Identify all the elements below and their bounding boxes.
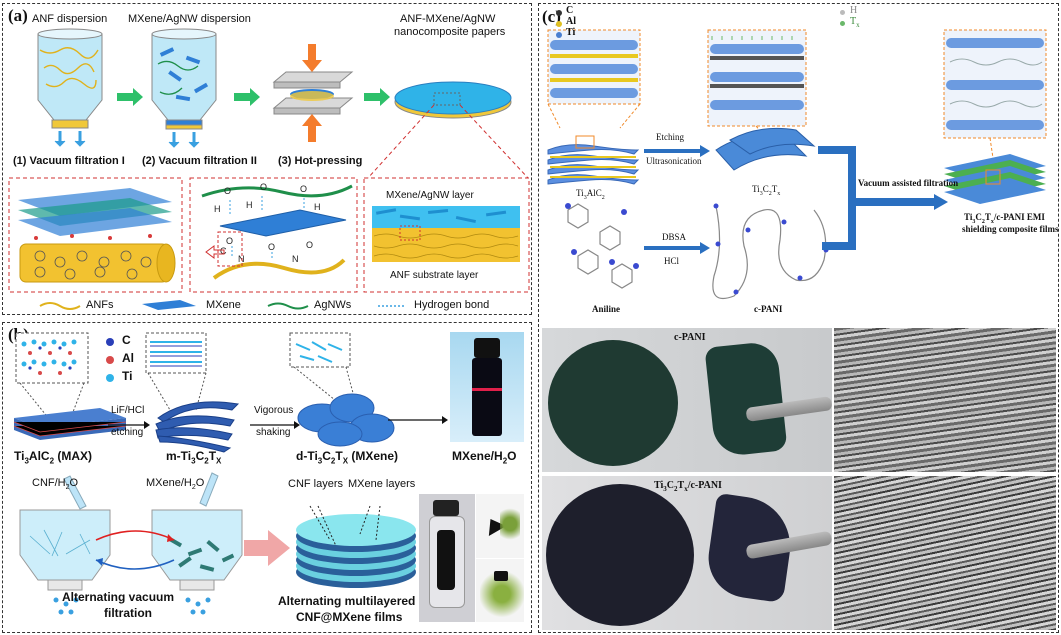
c-atom-ti-dot <box>556 32 562 38</box>
mxene-h2o-label: MXene/H2O <box>146 477 205 492</box>
c-atom-h-dot <box>840 10 845 15</box>
d-ti3c2tx-label: d-Ti3C2TX (MXene) <box>296 449 399 466</box>
step-lif-hcl: LiF/HCl <box>111 405 145 416</box>
atom-c-dot <box>106 338 114 346</box>
panel-a <box>2 3 532 315</box>
step-1-label: (1) Vacuum filtration I <box>13 155 125 167</box>
c-atom-al-label: Al <box>566 16 576 27</box>
composite-film-photo <box>542 476 832 630</box>
etching-label: Etching <box>656 132 684 142</box>
layer-bottom-label: ANF substrate layer <box>390 270 479 281</box>
ultrasonication-label: Ultrasonication <box>646 156 702 166</box>
step-2-label: (2) Vacuum filtration II <box>142 155 257 167</box>
product-title-1: ANF-MXene/AgNW <box>400 13 496 25</box>
mxene-agnw-dispersion-label: MXene/AgNW dispersion <box>128 13 251 25</box>
vacuum-assisted-label: Vacuum assisted filtration <box>858 178 959 188</box>
c-pani-film-photo <box>542 328 832 472</box>
layer-top-label: MXene/AgNW layer <box>386 190 474 201</box>
c-pani-photo-label: c-PANI <box>674 332 706 343</box>
atom-ti-label: Ti <box>122 369 133 383</box>
alt-vac-1: Alternating vacuum <box>62 590 175 604</box>
composite-sem-image <box>834 476 1056 630</box>
atom-c-label: C <box>122 333 131 347</box>
dbsa-label: DBSA <box>662 232 687 242</box>
mxene-layers-label: MXene layers <box>348 478 416 490</box>
legend-anf-label: ANFs <box>86 299 114 311</box>
emi-label-1: Ti3C2Tx/c-PANI EMI <box>964 212 1045 225</box>
film-roll-photo <box>419 494 475 622</box>
atom-al-dot <box>106 356 114 364</box>
leaf-photo-1 <box>476 494 524 558</box>
c-atom-t-label: Tx <box>850 16 860 29</box>
c-atom-ti-label: Ti <box>566 27 576 38</box>
step-vigorous: Vigorous <box>254 405 294 416</box>
m-ti3c2tx-label: m-Ti3C2TX <box>166 449 222 466</box>
c-atom-h-label: H <box>850 5 858 16</box>
cnf-layers-label: CNF layers <box>288 478 344 490</box>
panel-b <box>2 322 532 633</box>
legend-agnw-label: AgNWs <box>314 299 352 311</box>
hcl-label: HCl <box>664 256 680 266</box>
atom-ti-dot <box>106 374 114 382</box>
step-shaking: shaking <box>256 427 291 438</box>
max-label: Ti3AlC2 (MAX) <box>14 449 93 466</box>
step-3-label: (3) Hot-pressing <box>278 155 363 167</box>
vial-label: MXene/H2O <box>452 449 517 466</box>
panel-b-label: (b) <box>8 325 29 344</box>
panel-c <box>538 3 1059 633</box>
c-atom-al-dot <box>556 21 562 27</box>
emi-label-2: shielding composite films <box>962 224 1059 234</box>
ti3c2tx-label: Ti3C2Tx <box>752 184 781 197</box>
c-pani-label: c-PANI <box>754 304 783 314</box>
c-pani-sem-image <box>834 328 1056 472</box>
c-atom-c-dot <box>556 10 562 16</box>
legend-mxene-label: MXene <box>206 299 241 311</box>
cnf-h2o-label: CNF/H2O <box>32 477 79 492</box>
product-title-2: nanocomposite papers <box>394 26 506 38</box>
aniline-label: Aniline <box>592 304 621 314</box>
alt-ml-1: Alternating multilayered <box>278 594 416 608</box>
anf-dispersion-label: ANF dispersion <box>32 13 108 25</box>
c-atom-c-label: C <box>566 5 574 16</box>
composite-photo-label: Ti3C2Tx/c-PANI <box>654 480 722 493</box>
c-atom-t-dot <box>840 21 845 26</box>
atom-al-label: Al <box>122 351 134 365</box>
leaf-photo-2 <box>476 559 524 622</box>
ti3alc2-label: Ti3AlC2 <box>576 188 605 201</box>
alt-vac-2: filtration <box>104 606 152 620</box>
alt-ml-2: CNF@MXene films <box>296 610 403 624</box>
panel-a-label: (a) <box>8 6 28 25</box>
legend-hbond-label: Hydrogen bond <box>414 299 490 311</box>
step-etching: etching <box>111 427 144 438</box>
mxene-vial-photo <box>450 332 524 442</box>
